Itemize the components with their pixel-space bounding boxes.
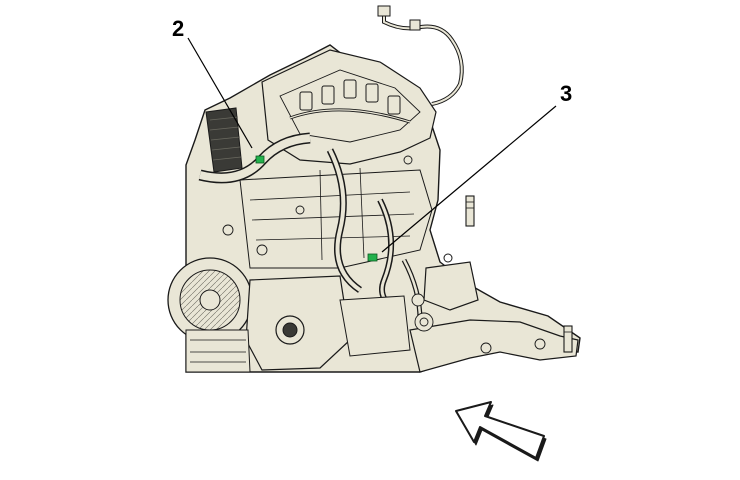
highlight-connector-3 [367, 253, 378, 262]
leader-line-3 [381, 105, 557, 253]
callout-2: 2 [172, 16, 184, 41]
view-direction-arrow-icon [455, 401, 547, 462]
highlight-connector-2 [255, 155, 265, 164]
callout-3: 3 [560, 81, 572, 106]
engine-assembly [167, 5, 581, 373]
leader-line-2 [187, 37, 253, 149]
